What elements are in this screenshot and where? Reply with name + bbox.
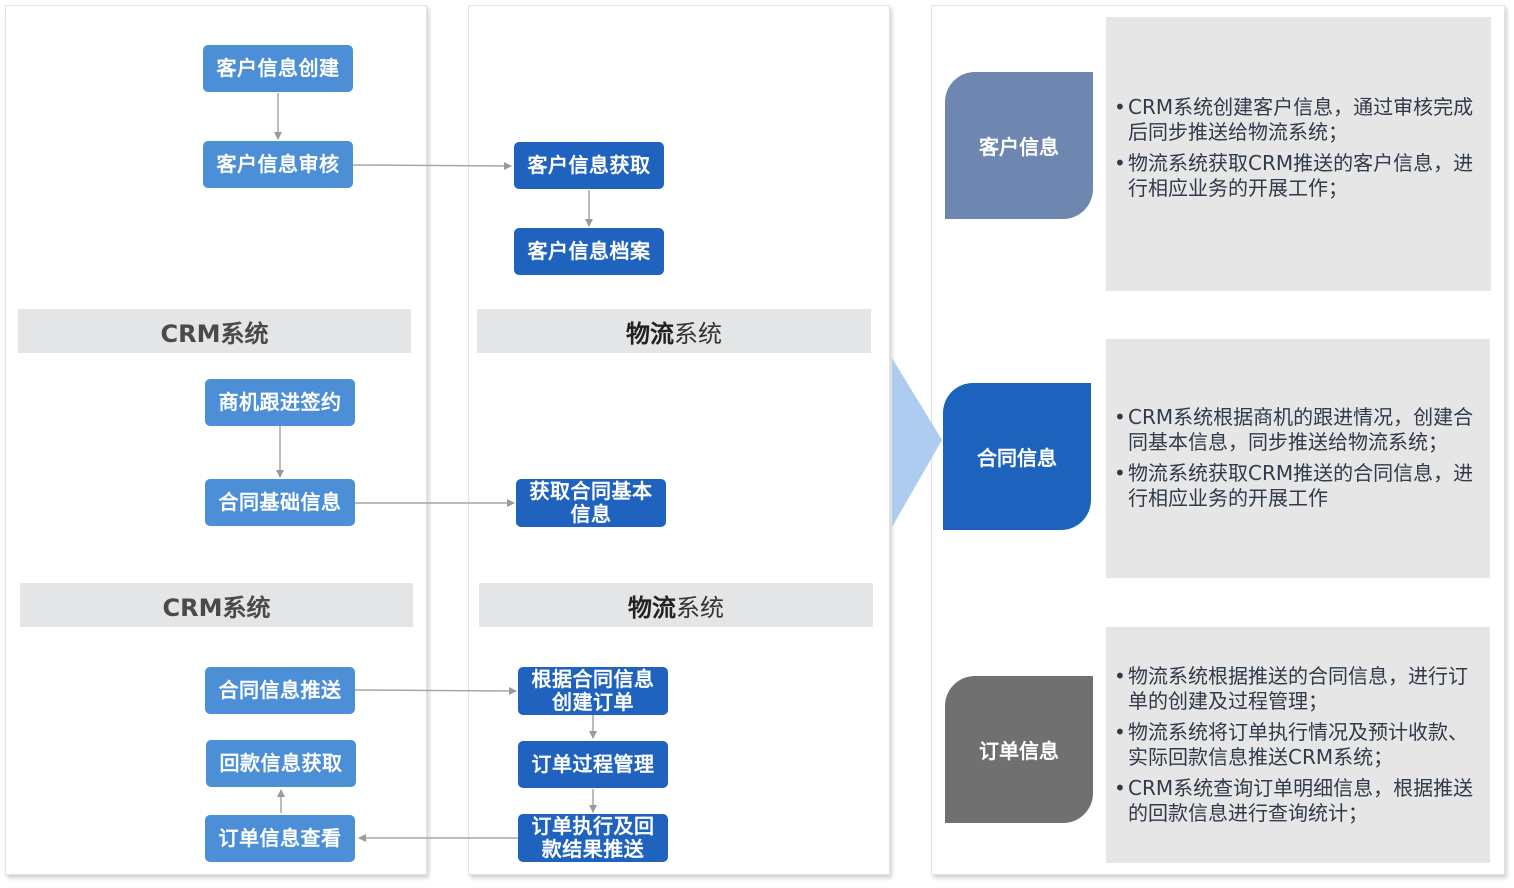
tab-contract-info: 合同信息 [943,383,1091,530]
desc-order-point-1-text: 物流系统根据推送的合同信息，进行订单的创建及过程管理； [1128,664,1468,713]
desc-order: •物流系统根据推送的合同信息，进行订单的创建及过程管理； •物流系统将订单执行情… [1106,627,1490,863]
band-logistics-2-bold: 物流 [628,593,676,622]
node-contract-basic: 合同基础信息 [205,479,355,526]
desc-contract-point-2-text: 物流系统获取CRM推送的合同信息，进行相应业务的开展工作 [1128,461,1474,510]
node-customer-archive: 客户信息档案 [514,228,664,275]
arrow-push-to-create [354,686,517,695]
desc-customer-point-2-text: 物流系统获取CRM推送的客户信息，进行相应业务的开展工作； [1128,151,1474,200]
desc-order-point: •CRM系统查询订单明细信息，根据推送的回款信息进行查询统计； [1114,776,1474,825]
band-logistics-1-bold: 物流 [626,319,674,348]
band-crm-2: CRM系统 [20,583,413,627]
tab-customer-info: 客户信息 [945,72,1093,219]
node-customer-fetch: 客户信息获取 [514,142,664,189]
band-logistics-2: 物流系统 [479,583,873,627]
band-logistics-1: 物流系统 [477,309,871,353]
node-order-create: 根据合同信息创建订单 [518,667,668,715]
node-order-manage: 订单过程管理 [518,741,668,788]
node-order-result-push: 订单执行及回款结果推送 [518,814,668,862]
desc-contract-point-1-text: CRM系统根据商机的跟进情况，创建合同基本信息，同步推送给物流系统； [1128,405,1474,454]
node-customer-review: 客户信息审核 [203,141,353,188]
desc-customer-point: •物流系统获取CRM推送的客户信息，进行相应业务的开展工作； [1114,151,1474,200]
desc-order-point-3-text: CRM系统查询订单明细信息，根据推送的回款信息进行查询统计； [1128,776,1474,825]
node-opportunity-follow: 商机跟进签约 [205,379,355,426]
desc-order-point: •物流系统根据推送的合同信息，进行订单的创建及过程管理； [1114,664,1468,713]
node-order-query: 订单信息查看 [205,815,355,862]
desc-customer: •CRM系统创建客户信息，通过审核完成后同步推送给物流系统； •物流系统获取CR… [1106,17,1491,291]
chevron-arrow [892,358,942,527]
node-customer-create: 客户信息创建 [203,45,353,92]
tab-order-info: 订单信息 [945,676,1093,823]
node-contract-push: 合同信息推送 [205,667,355,714]
band-logistics-2-rest: 系统 [676,593,724,622]
desc-customer-point-1-text: CRM系统创建客户信息，通过审核完成后同步推送给物流系统； [1128,95,1474,144]
desc-order-point: •物流系统将订单执行情况及预计收款、实际回款信息推送CRM系统； [1114,720,1468,769]
desc-contract-point: •物流系统获取CRM推送的合同信息，进行相应业务的开展工作 [1114,461,1474,510]
desc-order-point-2-text: 物流系统将订单执行情况及预计收款、实际回款信息推送CRM系统； [1128,720,1468,769]
band-logistics-1-rest: 系统 [674,319,722,348]
desc-customer-point: •CRM系统创建客户信息，通过审核完成后同步推送给物流系统； [1114,95,1474,144]
node-contract-fetch: 获取合同基本信息 [516,479,666,527]
arrow-review-to-fetch [352,161,512,170]
node-payment-fetch: 回款信息获取 [206,740,356,787]
desc-contract-point: •CRM系统根据商机的跟进情况，创建合同基本信息，同步推送给物流系统； [1114,405,1474,454]
band-crm-1: CRM系统 [18,309,411,353]
desc-contract: •CRM系统根据商机的跟进情况，创建合同基本信息，同步推送给物流系统； •物流系… [1106,339,1490,578]
